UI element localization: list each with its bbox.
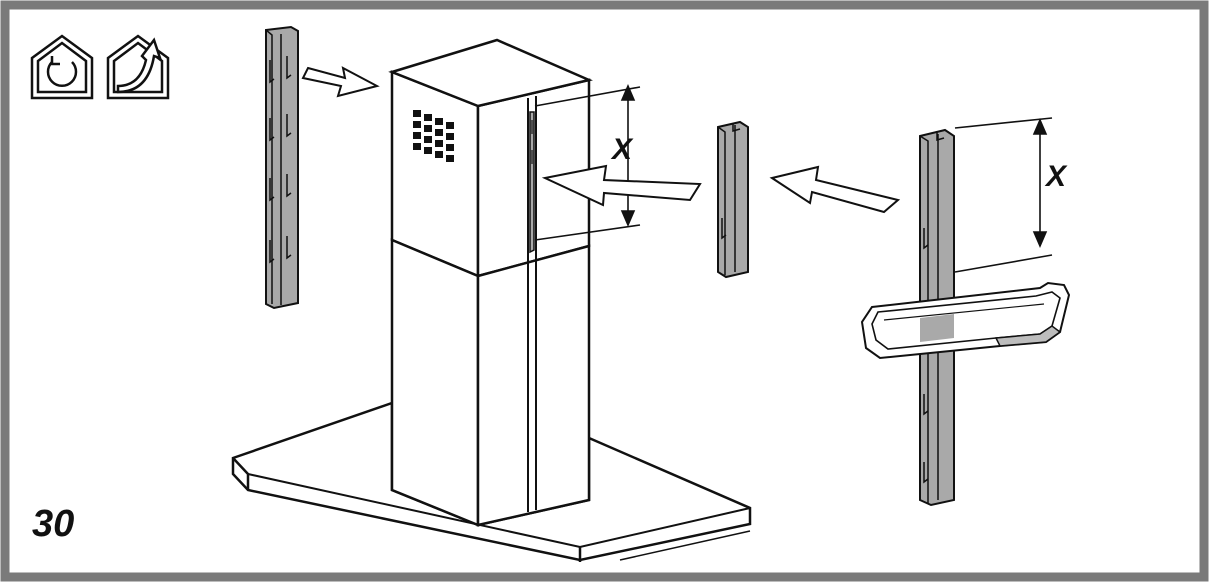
dimension-label-right: X: [1044, 160, 1068, 193]
long-support-bracket-front: [920, 314, 954, 342]
hacksaw-tool: [860, 281, 1071, 360]
ducted-extraction-mode-icon: [106, 34, 170, 100]
dimension-label-left: X: [610, 133, 634, 166]
chimney-front-seam: [527, 96, 537, 512]
chimney-lower-section: [390, 238, 591, 527]
vent-grille: [413, 110, 454, 162]
insert-arrow-left: [301, 66, 380, 98]
insert-arrow-right: [769, 165, 901, 214]
left-support-bracket: [265, 25, 299, 310]
recirculation-mode-icon: [30, 34, 94, 100]
step-number: 30: [32, 503, 74, 545]
cut-support-bracket: [717, 120, 749, 279]
dimension-x-left: [534, 83, 641, 241]
chimney-upper-section: [388, 38, 593, 278]
dimension-x-right: [954, 117, 1053, 273]
insert-arrow-middle: [541, 164, 702, 207]
